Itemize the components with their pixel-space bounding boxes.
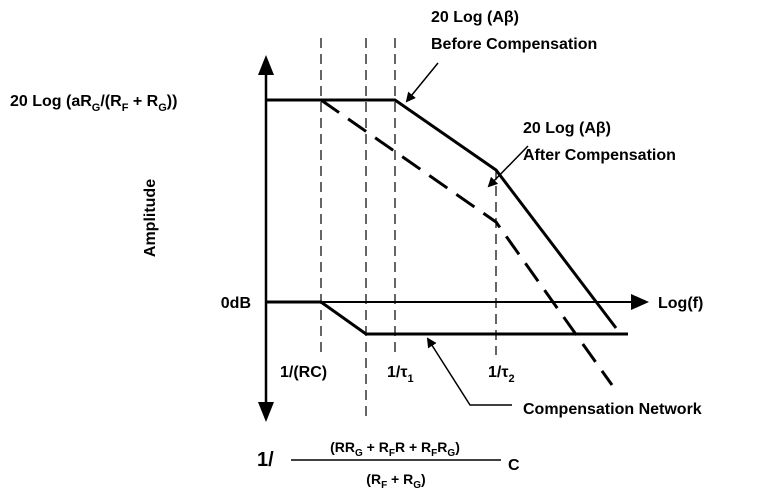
y-axis-label: Amplitude: [142, 179, 159, 257]
after-pointer: [487, 145, 529, 188]
before-label-line1: 20 Log (Aβ): [431, 9, 519, 26]
before-compensation-curve: [266, 98, 618, 329]
after-label-line2: After Compensation: [523, 147, 676, 164]
network-pointer: [426, 337, 512, 406]
y-axis-arrow-down: [258, 402, 274, 422]
after-compensation-curve: [320, 98, 614, 386]
after-label-line1: 20 Log (Aβ): [523, 120, 611, 137]
zero-db-label: 0dB: [221, 295, 251, 312]
formula-numerator: (RRG + RFR + RFRG): [330, 439, 460, 459]
before-pointer: [405, 62, 439, 103]
before-label-line2: Before Compensation: [431, 36, 597, 53]
formula-tail: C: [508, 457, 520, 474]
level-label: 20 Log (aRG/(RF + RG)): [10, 93, 177, 114]
y-axis-arrow-up: [258, 55, 274, 75]
rc-label: 1/(RC): [280, 364, 327, 381]
x-axis-label: Log(f): [658, 295, 703, 312]
tau1-label: 1/τ1: [387, 364, 414, 385]
compensation-network-curve: [266, 300, 628, 336]
formula-denominator: (RF + RG): [366, 471, 425, 491]
network-label: Compensation Network: [523, 401, 702, 418]
formula-lead: 1/: [257, 449, 274, 471]
tau2-label: 1/τ2: [488, 364, 515, 385]
x-axis-arrow: [631, 294, 649, 310]
